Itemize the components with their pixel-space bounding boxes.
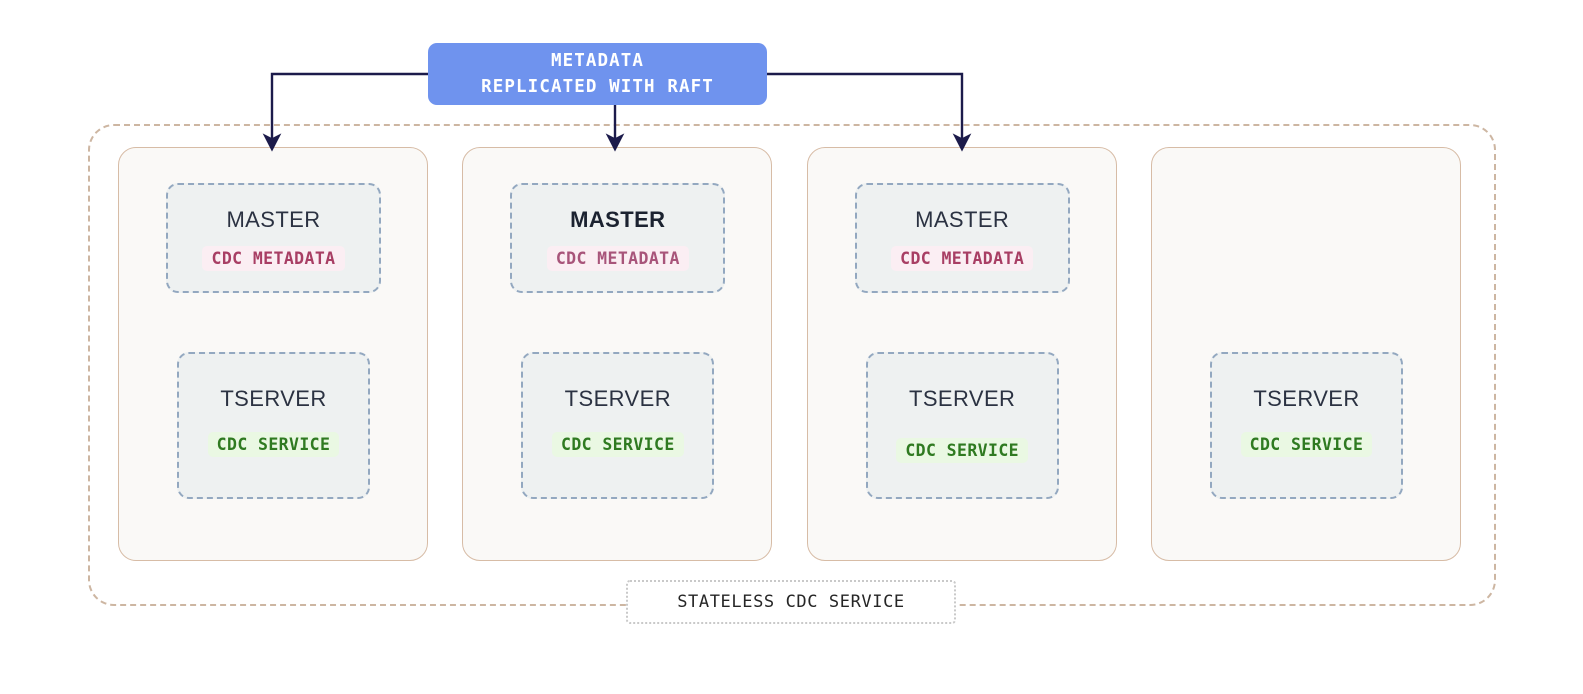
stateless-cdc-service-caption: STATELESS CDC SERVICE [626,580,956,624]
master-box-2[interactable]: MASTER CDC METADATA [510,183,726,293]
metadata-box-line-2: REPLICATED WITH RAFT [481,77,714,97]
node-card-1[interactable]: MASTER CDC METADATA TSERVER CDC SERVICE [118,147,428,561]
tserver-title-3: TSERVER [909,386,1016,411]
node-card-2[interactable]: MASTER CDC METADATA TSERVER CDC SERVICE [462,147,773,561]
tserver-box-1[interactable]: TSERVER CDC SERVICE [177,352,370,499]
cdc-metadata-tag-2: CDC METADATA [546,246,689,271]
cdc-service-tag-4: CDC SERVICE [1240,432,1373,457]
metadata-box-line-1: METADATA [550,51,645,71]
master-title-2: MASTER [570,207,666,232]
node-cards-row: MASTER CDC METADATA TSERVER CDC SERVICE … [118,147,1461,561]
cdc-service-tag-3: CDC SERVICE [896,438,1028,463]
tserver-box-3[interactable]: TSERVER CDC SERVICE [865,352,1059,499]
stateless-cdc-service-caption-text: STATELESS CDC SERVICE [677,592,905,612]
tserver-title-4: TSERVER [1253,386,1360,411]
master-box-1[interactable]: MASTER CDC METADATA [166,183,381,293]
master-title-1: MASTER [226,207,321,232]
master-title-3: MASTER [915,207,1010,232]
node-card-4[interactable]: TSERVER CDC SERVICE [1150,147,1461,561]
tserver-box-2[interactable]: TSERVER CDC SERVICE [521,352,715,499]
master-box-3[interactable]: MASTER CDC METADATA [854,183,1070,293]
node-card-3[interactable]: MASTER CDC METADATA TSERVER CDC SERVICE [806,147,1117,561]
cdc-service-tag-1: CDC SERVICE [207,432,340,457]
tserver-box-4[interactable]: TSERVER CDC SERVICE [1209,352,1403,499]
metadata-raft-box[interactable]: METADATA REPLICATED WITH RAFT [428,43,767,105]
tserver-title-2: TSERVER [564,386,671,411]
cdc-service-tag-2: CDC SERVICE [551,432,684,457]
cdc-metadata-tag-1: CDC METADATA [202,246,345,271]
tserver-title-1: TSERVER [220,386,327,411]
cdc-metadata-tag-3: CDC METADATA [891,246,1034,271]
